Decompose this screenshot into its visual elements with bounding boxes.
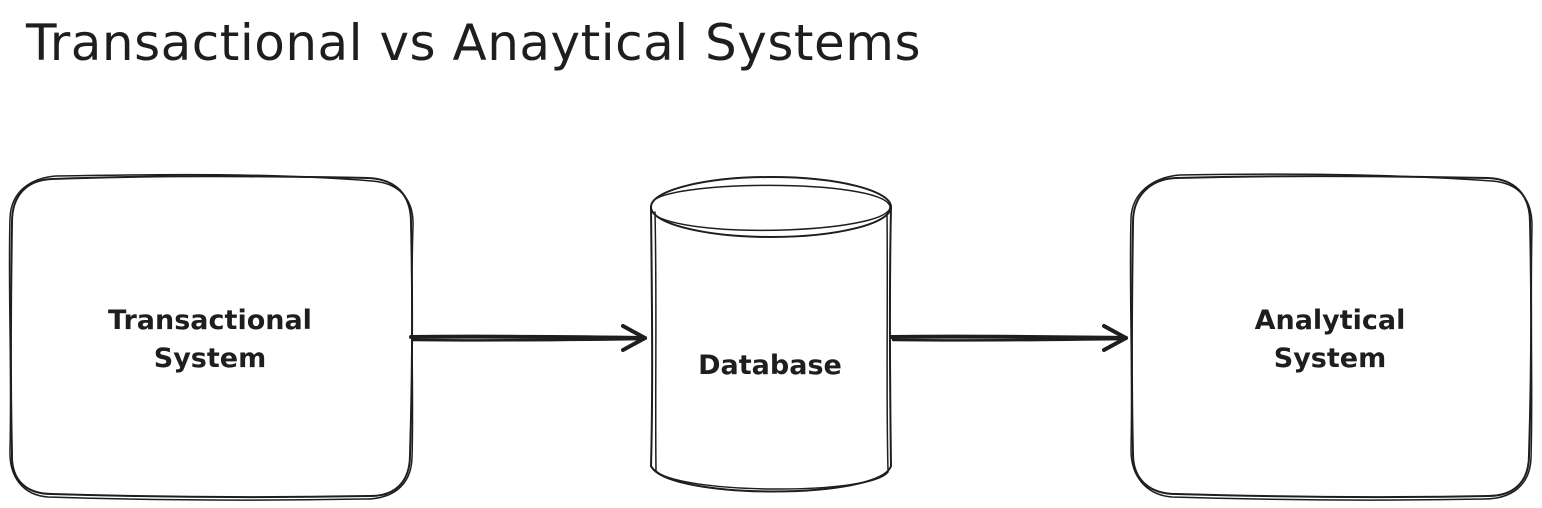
transactional-label-line1: Transactional — [108, 305, 312, 336]
transactional-system-label: Transactional System — [60, 302, 360, 378]
analytical-system-box[interactable] — [1129, 173, 1533, 501]
database-cylinder[interactable] — [650, 176, 892, 493]
analytical-system-label: Analytical System — [1180, 302, 1480, 378]
database-label: Database — [698, 350, 842, 381]
arrow-database-to-analytical[interactable] — [889, 324, 1128, 352]
analytical-label-line2: System — [1273, 343, 1387, 374]
transactional-label-line2: System — [153, 343, 267, 374]
page-title: Transactional vs Anaytical Systems — [26, 14, 922, 72]
analytical-label-line1: Analytical — [1254, 305, 1406, 336]
arrow-transactional-to-database[interactable] — [409, 324, 647, 352]
transactional-system-box[interactable] — [8, 173, 414, 501]
